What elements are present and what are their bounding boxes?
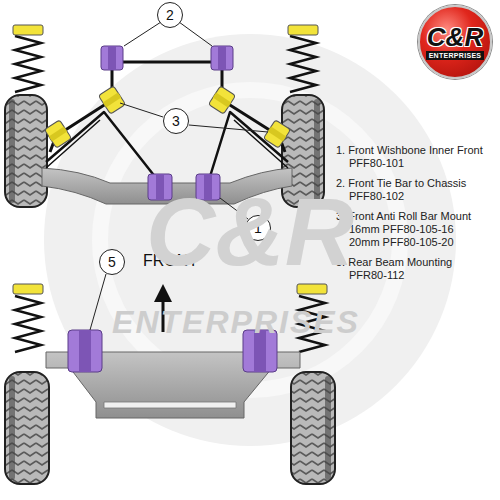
tie-bar-bush <box>101 46 123 70</box>
watermark-text: C&R <box>146 177 354 287</box>
part-list-item: 2. Front Tie Bar to Chassis <box>336 177 466 190</box>
rear-beam-web <box>104 402 236 408</box>
part-list-item: 3. Front Anti Roll Bar Mount <box>336 210 471 223</box>
watermark-disc <box>44 34 456 446</box>
front-left-tyre <box>5 95 47 207</box>
callout-circle: 5 <box>99 249 125 275</box>
coil-spring <box>15 296 41 352</box>
spring-seat <box>297 284 327 294</box>
spring-seat <box>288 25 318 35</box>
anti-roll-bar-mount <box>263 120 290 148</box>
part-number: PFF80-102 <box>349 190 404 203</box>
leader-line <box>90 274 106 330</box>
coil-spring <box>290 36 316 92</box>
brand-logo: C&RENTERPRISES <box>418 5 492 79</box>
callout-number: 2 <box>166 8 174 22</box>
watermark-text: ENTERPRISES <box>112 304 360 341</box>
callout-circle: 3 <box>163 108 189 134</box>
part-number: 20mm PFF80-105-20 <box>349 236 454 249</box>
callout-number: 5 <box>108 255 116 269</box>
spring-seat <box>13 25 43 35</box>
direction-arrowhead <box>154 284 172 302</box>
part-list-item: 1. Front Wishbone Inner Front <box>336 144 483 157</box>
anti-roll-bar <box>50 62 285 152</box>
part-number: PFR80-112 <box>349 269 404 282</box>
part-number: 16mm PFF80-105-16 <box>349 223 454 236</box>
part-number: PFF80-101 <box>349 157 404 170</box>
callout-number: 3 <box>172 114 180 128</box>
spring-coil <box>15 36 41 92</box>
leader-line <box>120 103 268 132</box>
anti-roll-bar-mount <box>208 86 235 114</box>
anti-roll-bar-mount <box>98 86 125 114</box>
coil-spring <box>15 36 41 92</box>
logo-text: C&R <box>427 24 483 51</box>
rear-beam-bush <box>68 330 102 372</box>
tie-bar-bush <box>211 46 233 70</box>
spring-seat <box>13 284 43 294</box>
rear-left-tyre <box>5 372 49 484</box>
rear-right-tyre <box>291 372 335 484</box>
spring-coil <box>290 36 316 92</box>
anti-roll-bar-mount <box>44 120 71 148</box>
callout-circle: 2 <box>157 2 183 28</box>
spring-coil <box>15 296 41 352</box>
logo-text: ENTERPRISES <box>426 51 485 61</box>
